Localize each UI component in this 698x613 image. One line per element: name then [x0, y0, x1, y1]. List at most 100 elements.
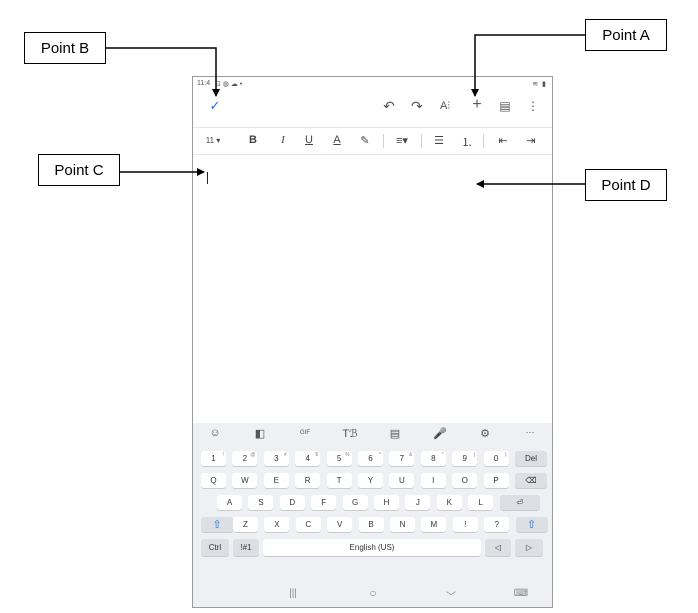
- key-b[interactable]: B: [358, 517, 384, 532]
- key-6[interactable]: 6^: [358, 451, 383, 466]
- kb-clipboard-icon[interactable]: ▤: [389, 428, 401, 440]
- underline-button[interactable]: U: [305, 134, 313, 146]
- key-d[interactable]: D: [279, 495, 305, 510]
- key-label: 4: [305, 454, 310, 463]
- key-e[interactable]: E: [263, 473, 289, 488]
- key-m[interactable]: M: [421, 517, 447, 532]
- key-label: 0: [493, 454, 499, 463]
- key-alt-label: ^: [378, 452, 381, 458]
- key-label: 9: [462, 454, 467, 463]
- key-q[interactable]: Q: [201, 473, 226, 488]
- key-y[interactable]: Y: [358, 473, 383, 488]
- key-3[interactable]: 3#: [263, 451, 289, 466]
- italic-button[interactable]: I: [281, 134, 285, 146]
- key-delete[interactable]: Del: [515, 451, 547, 466]
- outdent-icon[interactable]: ⇤: [498, 135, 508, 147]
- key-2[interactable]: 2@: [232, 451, 258, 466]
- key-label: V: [337, 520, 343, 529]
- key-label: 5: [336, 454, 342, 463]
- key-j[interactable]: J: [405, 495, 431, 510]
- key-f[interactable]: F: [311, 495, 337, 510]
- comment-icon[interactable]: ▤: [499, 99, 511, 113]
- key-1[interactable]: 1!: [201, 451, 226, 466]
- key-c[interactable]: C: [295, 517, 321, 532]
- key-p[interactable]: P: [483, 473, 509, 488]
- key-g[interactable]: G: [342, 495, 368, 510]
- check-icon[interactable]: ✓: [209, 98, 221, 113]
- recents-icon[interactable]: |||: [289, 588, 297, 599]
- font-size-dropdown[interactable]: 11 ▾: [205, 136, 221, 145]
- key-label: B: [368, 520, 374, 529]
- key-8[interactable]: 8*: [420, 451, 446, 466]
- key-label: Ctrl: [208, 543, 222, 552]
- keyboard-icon[interactable]: ⌨: [513, 588, 529, 599]
- key-ctrl[interactable]: Ctrl: [201, 539, 229, 556]
- kb-settings-icon[interactable]: ⚙: [480, 428, 490, 440]
- highlight-icon[interactable]: ✎: [360, 135, 370, 147]
- key-left[interactable]: ◁: [485, 539, 511, 556]
- more-icon[interactable]: ⋮: [527, 99, 539, 113]
- kb-microphone-icon[interactable]: 🎤: [433, 428, 447, 440]
- bullet-list-icon[interactable]: ☰: [434, 135, 444, 147]
- kb-handwriting-icon[interactable]: Tℬ: [342, 428, 358, 440]
- key-label: ⌫: [525, 476, 537, 485]
- key-exclaim[interactable]: !: [452, 517, 478, 532]
- text-color-button[interactable]: A: [333, 134, 341, 146]
- key-label: E: [273, 476, 279, 485]
- callout-point-c: Point C: [38, 154, 120, 186]
- key-label: English (US): [349, 543, 395, 552]
- undo-icon[interactable]: ↶: [383, 98, 395, 114]
- key-shift-right[interactable]: ⇧: [515, 517, 548, 532]
- key-a[interactable]: A: [217, 495, 242, 510]
- key-l[interactable]: L: [468, 495, 494, 510]
- key-enter[interactable]: ⏎: [499, 495, 540, 510]
- key-5[interactable]: 5%: [326, 451, 352, 466]
- document-body[interactable]: [193, 155, 552, 423]
- text-format-icon[interactable]: A⫶: [439, 100, 451, 112]
- key-s[interactable]: S: [248, 495, 274, 510]
- key-symbols[interactable]: !#1: [233, 539, 259, 556]
- indent-icon[interactable]: ⇥: [526, 135, 536, 147]
- add-icon[interactable]: +: [472, 96, 482, 113]
- numbered-list-icon[interactable]: ⒈: [461, 137, 473, 149]
- key-h[interactable]: H: [374, 495, 399, 510]
- key-r[interactable]: R: [295, 473, 321, 488]
- kb-gif-icon[interactable]: GIF: [300, 430, 310, 436]
- align-dropdown[interactable]: ≡▾: [396, 135, 408, 147]
- key-u[interactable]: U: [389, 473, 415, 488]
- key-label: F: [321, 498, 327, 507]
- bold-button[interactable]: B: [249, 134, 257, 146]
- callout-point-a: Point A: [585, 19, 667, 51]
- key-x[interactable]: X: [264, 517, 290, 532]
- key-9[interactable]: 9(: [452, 451, 478, 466]
- key-shift-left[interactable]: ⇧: [201, 517, 233, 532]
- key-right[interactable]: ▷: [515, 539, 543, 556]
- key-alt-label: $: [315, 452, 319, 458]
- key-k[interactable]: K: [436, 495, 462, 510]
- home-icon[interactable]: ○: [369, 586, 377, 600]
- key-t[interactable]: T: [326, 473, 352, 488]
- kb-sticker-icon[interactable]: ◧: [254, 428, 266, 440]
- redo-icon[interactable]: ↷: [411, 98, 423, 114]
- key-question[interactable]: ?: [484, 517, 510, 532]
- key-label: D: [289, 498, 296, 507]
- key-space[interactable]: English (US): [263, 539, 481, 556]
- back-icon[interactable]: ﹀: [446, 592, 456, 603]
- key-0[interactable]: 0): [483, 451, 509, 466]
- key-label: M: [430, 520, 438, 529]
- key-label: Y: [367, 476, 374, 485]
- key-7[interactable]: 7&: [389, 451, 415, 466]
- kb-emoji-icon[interactable]: ☺: [209, 427, 221, 439]
- kb-more-icon[interactable]: ···: [525, 427, 535, 437]
- key-i[interactable]: I: [420, 473, 446, 488]
- key-v[interactable]: V: [327, 517, 353, 532]
- key-w[interactable]: W: [232, 473, 258, 488]
- app-bar: ✓ ↶ ↷ A⫶ + ▤ ⋮: [193, 93, 552, 121]
- key-alt-label: #: [284, 452, 287, 458]
- key-z[interactable]: Z: [233, 517, 258, 532]
- key-o[interactable]: O: [452, 473, 478, 488]
- key-4[interactable]: 4$: [295, 451, 321, 466]
- key-backspace[interactable]: ⌫: [515, 473, 547, 488]
- key-n[interactable]: N: [390, 517, 415, 532]
- key-alt-label: !: [222, 452, 224, 458]
